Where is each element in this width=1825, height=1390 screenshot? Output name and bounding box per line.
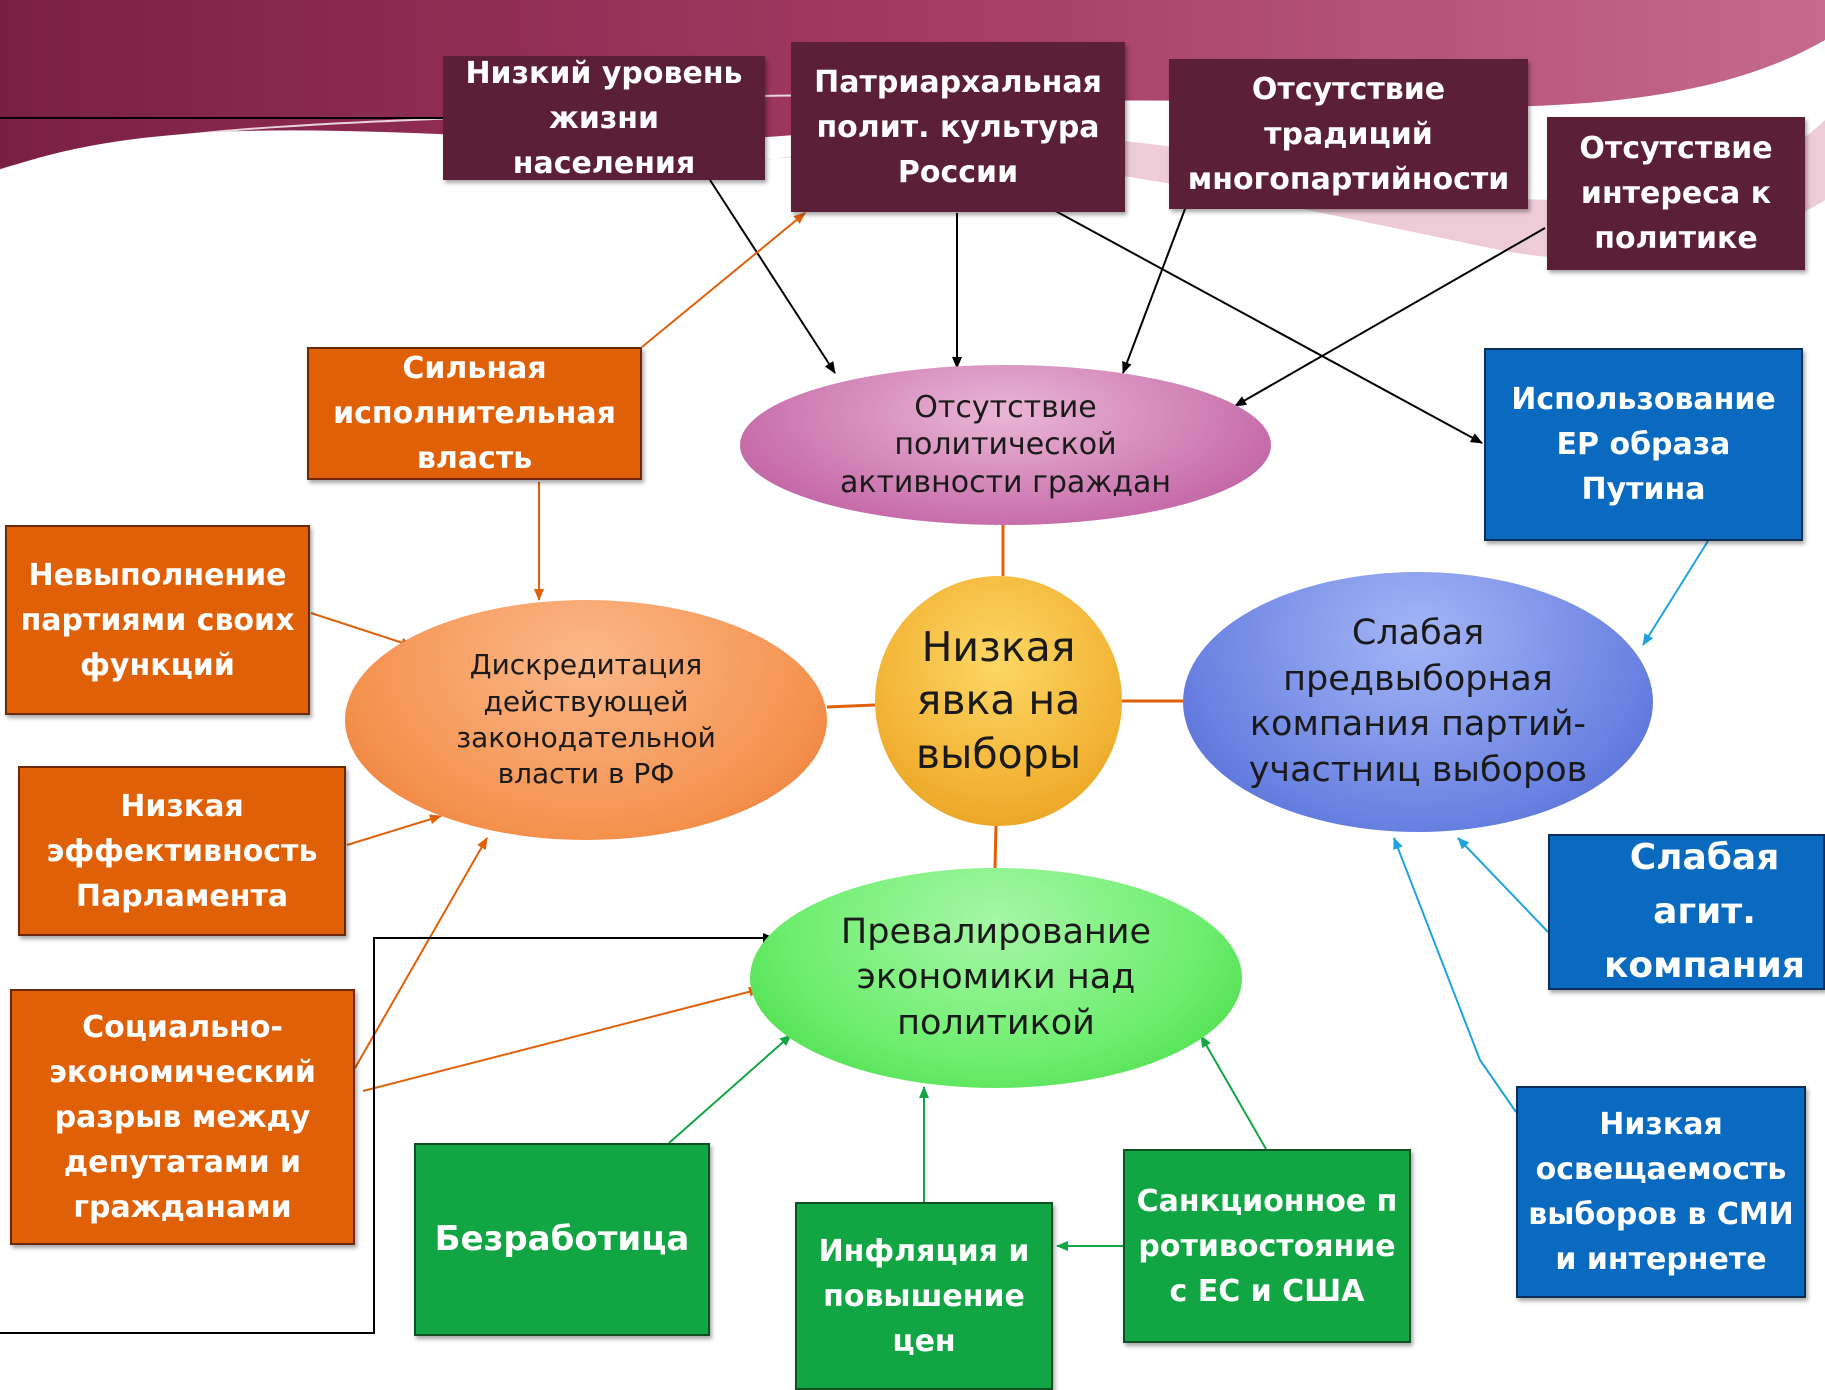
arrow-low-living [709,179,836,374]
cause-socioeconomic-gap: Социально-экономический разрыв между деп… [10,989,355,1245]
hub-economy-over-politics: Превалирование экономики над политикой [750,868,1242,1088]
hub-discredit: Дискредитация действующей законодательно… [345,600,827,840]
cause-sanctions: Санкционное противостояние с ЕС и США [1123,1149,1411,1343]
cause-no-interest-in-politics: Отсутствие интереса к политике [1547,117,1805,270]
cause-low-parliament-efficiency: Низкая эффективность Парламента [18,766,346,936]
hub-political-activity: Отсутствие политической активности гражд… [740,365,1271,525]
cause-low-media-coverage: Низкая освещаемость выборов в СМИ и инте… [1516,1086,1806,1298]
cause-no-multiparty-tradition: Отсутствие традиций многопартийности [1169,59,1528,209]
cause-strong-executive: Сильная исполнительная власть [307,347,642,480]
cause-low-living-standard: Низкий уровень жизни населения [443,56,765,181]
hub-weak-campaign: Слабая предвыборная компания партий-учас… [1183,572,1653,832]
cause-putin-image: Использование ЕР образа Путина [1484,348,1803,541]
cause-patriarchal-culture: Патриархальная полит. культура России [791,42,1125,212]
cause-unemployment: Безработица [414,1143,710,1336]
cause-parties-fail-functions: Невыполнение партиями своих функций [5,525,310,715]
cause-inflation: Инфляция и повышение цен [795,1202,1053,1390]
cause-weak-agitation: Слабая агит. компания [1548,834,1825,990]
arrow-patriarchal-putin [1049,207,1483,444]
center-low-turnout: Низкая явка на выборы [875,576,1122,826]
arrow-no-tradition [1122,208,1186,374]
arrow-no-interest [1234,227,1546,407]
